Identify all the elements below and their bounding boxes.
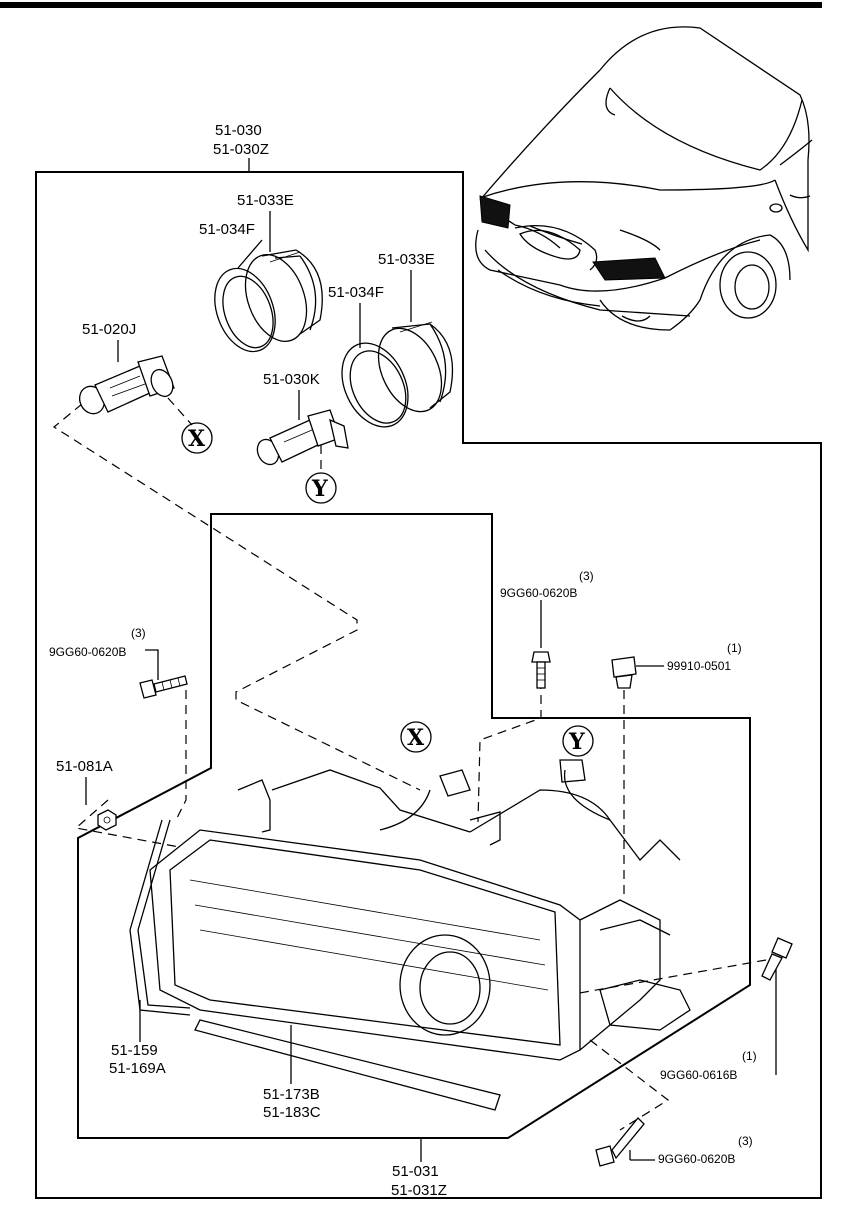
label-bolt-left-pn: 9GG60-0620B: [49, 645, 126, 659]
assembly-outline: [35, 171, 822, 1199]
leader-lines: [85, 211, 777, 1161]
svg-text:X: X: [188, 426, 206, 452]
label-bolt-right-pn: 9GG60-0616B: [660, 1068, 737, 1082]
bolt-left: [139, 675, 188, 699]
label-nut: 51-081A: [56, 758, 113, 775]
label-seal-1: 51-159: [111, 1042, 158, 1059]
label-bulb-k: 51-030K: [263, 371, 320, 388]
label-bolt-bottom-pn: 9GG60-0620B: [658, 1152, 735, 1166]
label-bolt-upper-qty: (3): [579, 569, 594, 583]
top-rule: [0, 2, 822, 8]
label-clip-pn: 99910-0501: [667, 659, 731, 673]
bolt-bottom: [595, 1117, 645, 1167]
label-clip-qty: (1): [727, 641, 742, 655]
bulb-51-030k: [256, 409, 349, 466]
label-assy-bottom-1: 51-031: [392, 1163, 439, 1180]
label-ring-f-1: 51-034F: [199, 221, 255, 238]
label-bolt-left-qty: (3): [131, 626, 146, 640]
retainer-ring-51-034f-1: [214, 267, 276, 353]
label-assy-top-1: 51-030: [215, 122, 262, 139]
label-seal-2: 51-169A: [109, 1060, 166, 1077]
lamp-assembly-outline: [77, 513, 751, 1139]
label-strip-2: 51-183C: [263, 1104, 321, 1121]
label-bulb-j: 51-020J: [82, 321, 136, 338]
label-assy-bottom-2: 51-031Z: [391, 1182, 447, 1199]
holder-51-033e-1: [244, 249, 323, 343]
label-assy-top-2: 51-030Z: [213, 141, 269, 158]
label-ring-e-1: 51-033E: [237, 192, 294, 209]
label-bolt-bottom-qty: (3): [738, 1134, 753, 1148]
holder-51-033e-2: [377, 321, 454, 413]
label-ring-f-2: 51-034F: [328, 284, 384, 301]
bolt-upper: [531, 651, 551, 689]
svg-text:Y: Y: [311, 476, 328, 502]
headlamp-unit: [129, 759, 691, 1111]
label-bolt-right-qty: (1): [742, 1049, 757, 1063]
callout-y-upper: Y: [305, 472, 337, 504]
clip: [611, 656, 637, 689]
svg-text:Y: Y: [568, 729, 585, 755]
bolt-right: [761, 937, 793, 981]
svg-text:X: X: [407, 725, 425, 751]
car-illustration: [475, 26, 813, 331]
label-bolt-upper-pn: 9GG60-0620B: [500, 586, 577, 600]
label-strip-1: 51-173B: [263, 1086, 320, 1103]
callout-x-lower: X: [400, 721, 432, 753]
retainer-ring-51-034f-2: [341, 342, 409, 428]
label-ring-e-2: 51-033E: [378, 251, 435, 268]
callout-y-lower: Y: [562, 725, 594, 757]
bulb-51-020j: [78, 355, 175, 415]
nut: [97, 809, 117, 831]
callout-x-upper: X: [181, 422, 213, 454]
